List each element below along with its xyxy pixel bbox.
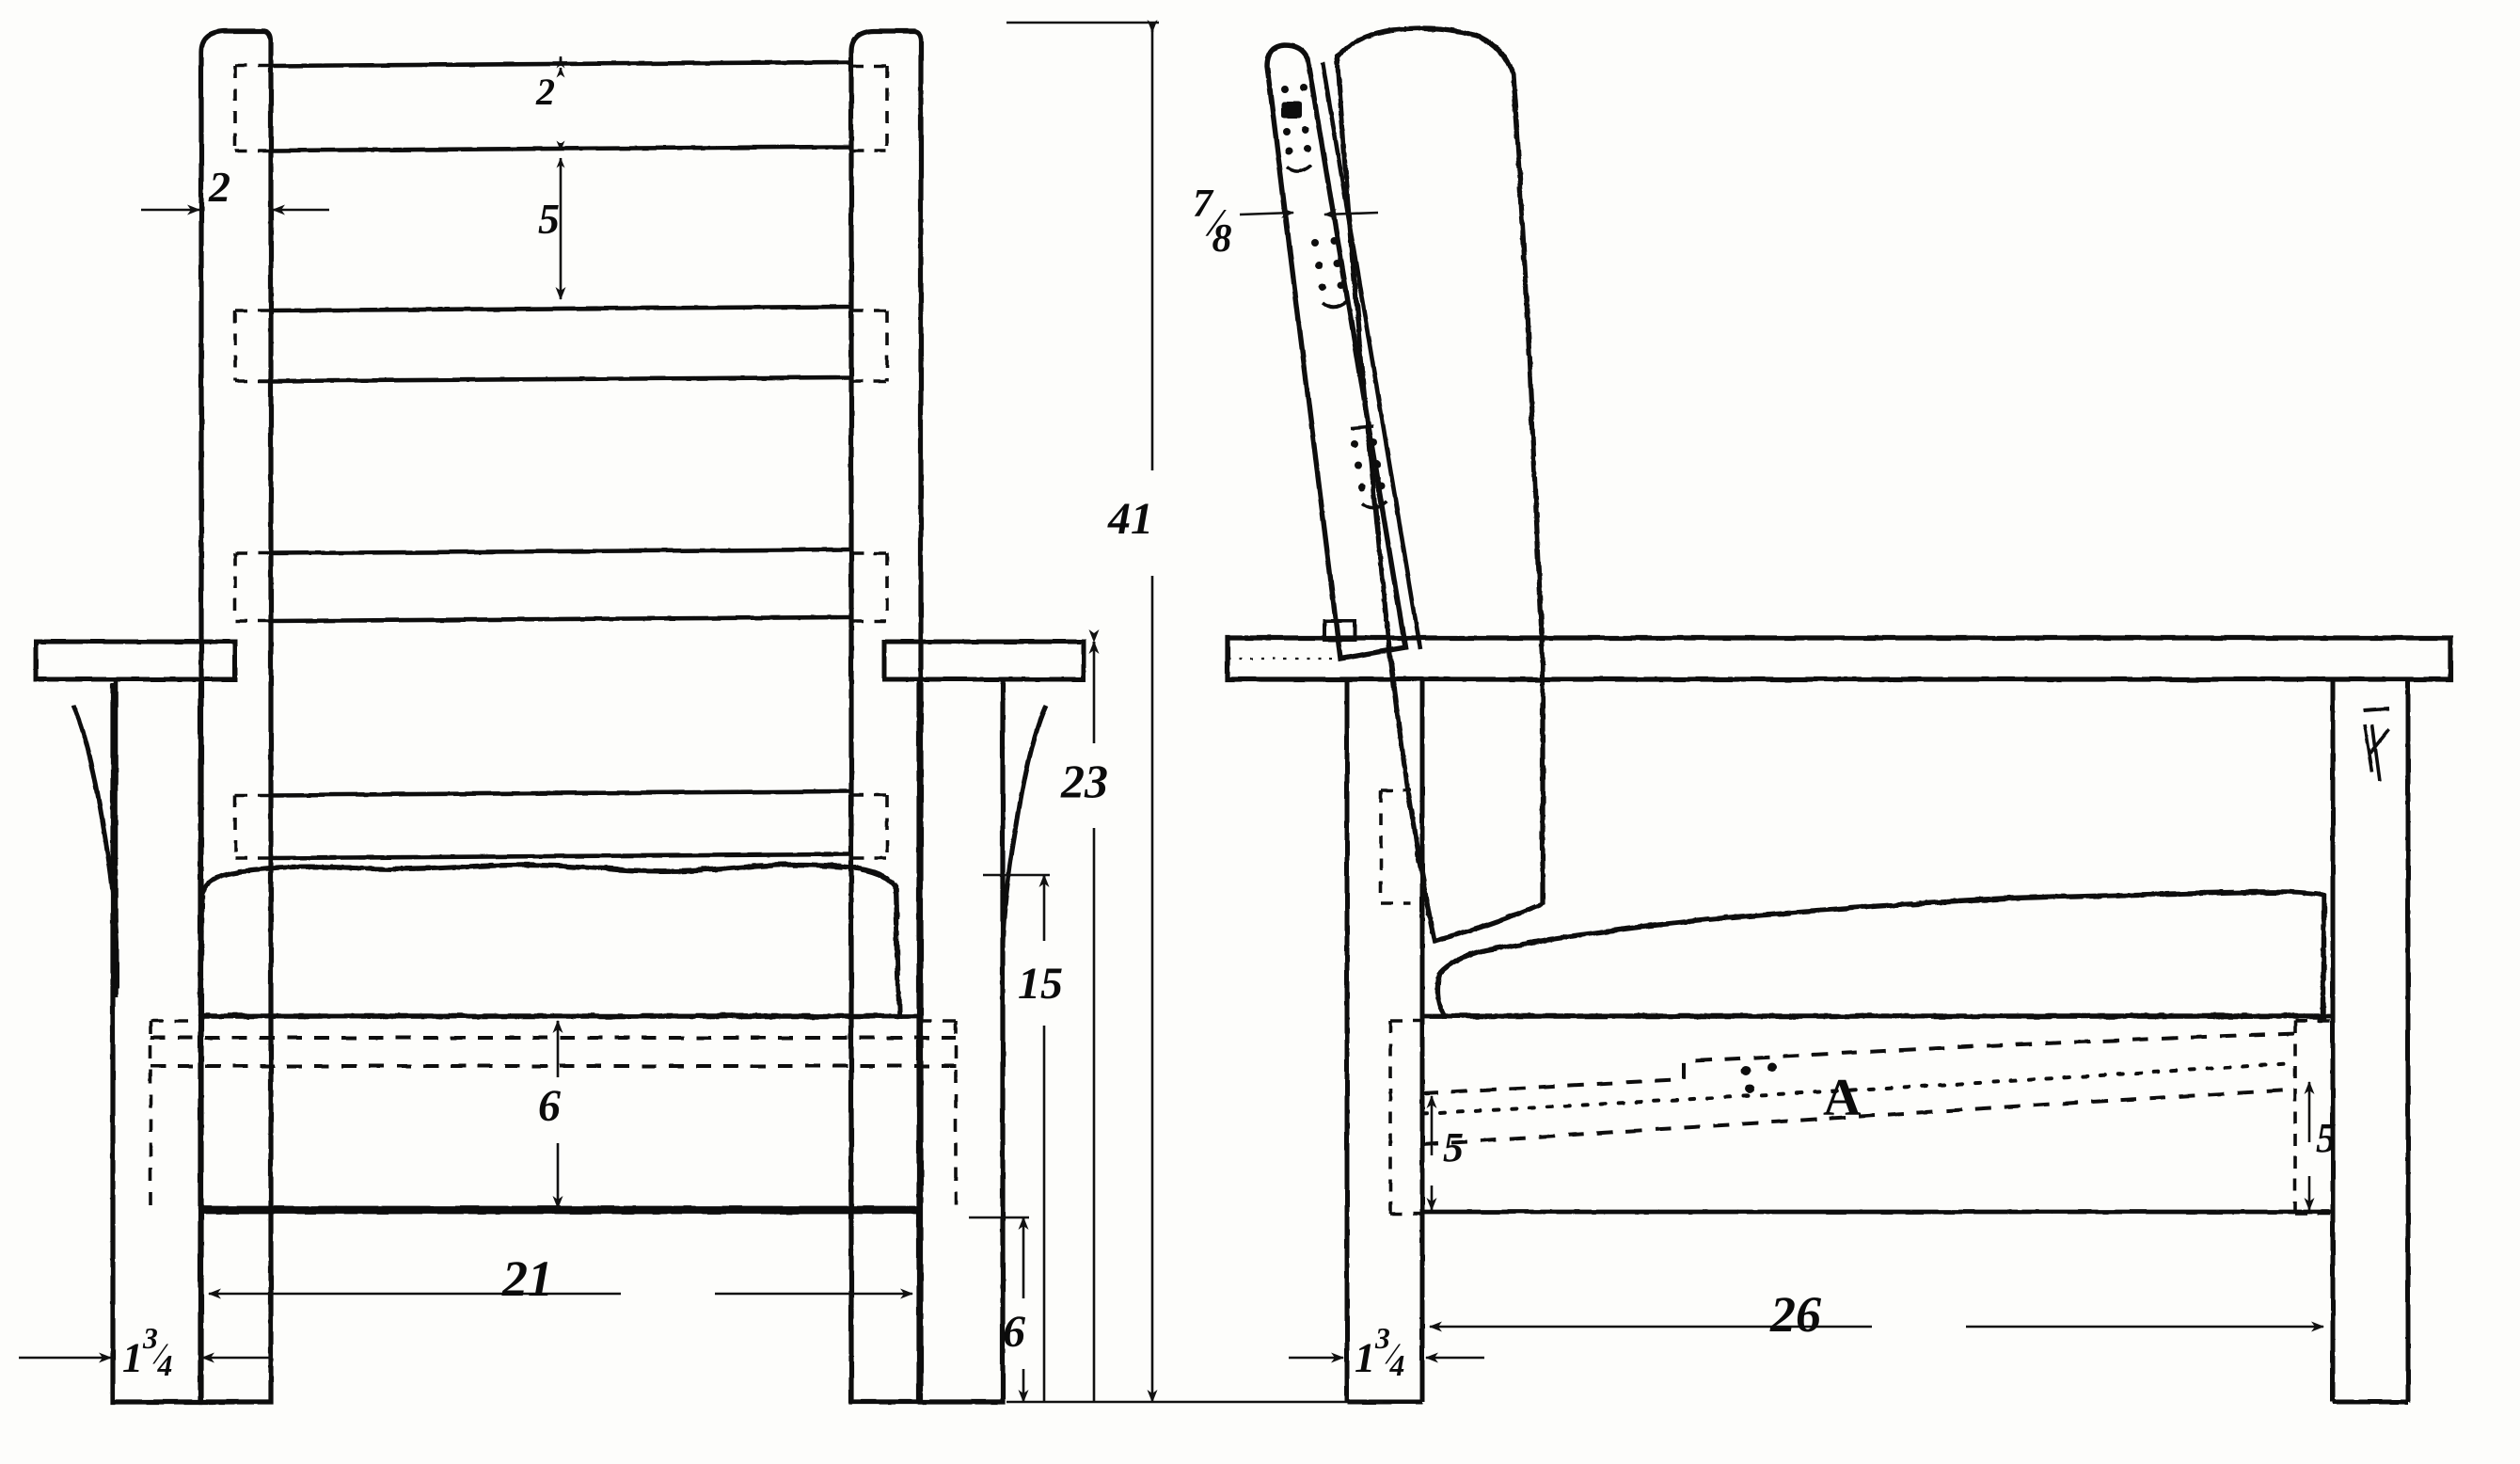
dimension-label-fv-post-width: 2 bbox=[209, 163, 230, 211]
fv-right-back-post bbox=[848, 28, 924, 1405]
dimension-label-fv-stretcher-height: 6 bbox=[1003, 1307, 1025, 1357]
dimension-label-fv-top-slat: 2 bbox=[536, 71, 555, 113]
dimension-label-fv-seat-height: 15 bbox=[1018, 959, 1063, 1009]
sv-front-leg bbox=[2330, 679, 2411, 1405]
sv-arm-board bbox=[1225, 635, 2453, 682]
part-callout-a: A bbox=[1823, 1069, 1862, 1127]
sv-pivot-block bbox=[1323, 619, 1356, 642]
dimension-label-sv-rail-right: 5 bbox=[2316, 1115, 2337, 1161]
sv-leg-whole: 1 bbox=[1355, 1334, 1375, 1381]
side-elevation-group bbox=[1225, 25, 2453, 1405]
dimension-label-sv-leg-thickness: 13⁄4 bbox=[1355, 1322, 1405, 1382]
dimension-label-fv-inside-width: 21 bbox=[502, 1250, 553, 1307]
fv-leg-den: 4 bbox=[157, 1348, 173, 1382]
front-elevation-group bbox=[33, 28, 1086, 1405]
sv-dimension-lines bbox=[1239, 207, 2324, 1404]
dimension-label-fv-arm-height: 23 bbox=[1061, 755, 1108, 807]
sv-back-cushion bbox=[1335, 25, 1545, 945]
fv-left-arm bbox=[33, 639, 238, 997]
sv-back-post-hidden bbox=[1379, 788, 1422, 1216]
fv-back-slats bbox=[270, 59, 852, 861]
sv-part-a-rails bbox=[1420, 1031, 2297, 1146]
sv-leg-den: 4 bbox=[1389, 1348, 1405, 1382]
fv-left-back-post bbox=[198, 28, 274, 1405]
fv-right-tenons bbox=[851, 64, 889, 860]
fv-dimension-lines bbox=[19, 20, 1331, 1404]
sv-seat-cushion bbox=[1434, 889, 2326, 1019]
dimension-label-fv-rail-height: 6 bbox=[538, 1081, 561, 1131]
fv-leg-num: 3 bbox=[143, 1322, 158, 1356]
fv-seat-cushion bbox=[198, 862, 902, 1019]
fv-leg-whole: 1 bbox=[122, 1334, 143, 1381]
dimension-label-sv-overall-depth: 26 bbox=[1770, 1286, 1821, 1343]
sv-leg-num: 3 bbox=[1375, 1322, 1390, 1356]
sv-seat-rails bbox=[1422, 1013, 2333, 1215]
dimension-label-fv-leg-thickness: 13⁄4 bbox=[122, 1322, 173, 1382]
fv-right-arm bbox=[881, 639, 1086, 997]
fv-seat-rail bbox=[200, 1013, 921, 1211]
dimension-label-fv-slat-gap: 5 bbox=[538, 195, 560, 243]
fv-left-tenons bbox=[233, 64, 271, 860]
dimension-label-sv-rail-left: 5 bbox=[1443, 1124, 1464, 1170]
sv-back-stile bbox=[1264, 42, 1423, 662]
dimension-label-sv-back-thickness: 7⁄8 bbox=[1193, 182, 1232, 261]
fv-front-legs bbox=[110, 683, 1006, 1405]
sv-part-a-dots bbox=[1741, 1062, 1777, 1093]
sv-thick-num: 7 bbox=[1193, 182, 1212, 226]
fv-leg-hidden-lines bbox=[149, 1019, 958, 1214]
sv-back-post bbox=[1344, 679, 1425, 1405]
dimension-label-fv-overall-height: 41 bbox=[1108, 494, 1153, 544]
sv-thick-den: 8 bbox=[1212, 216, 1232, 261]
